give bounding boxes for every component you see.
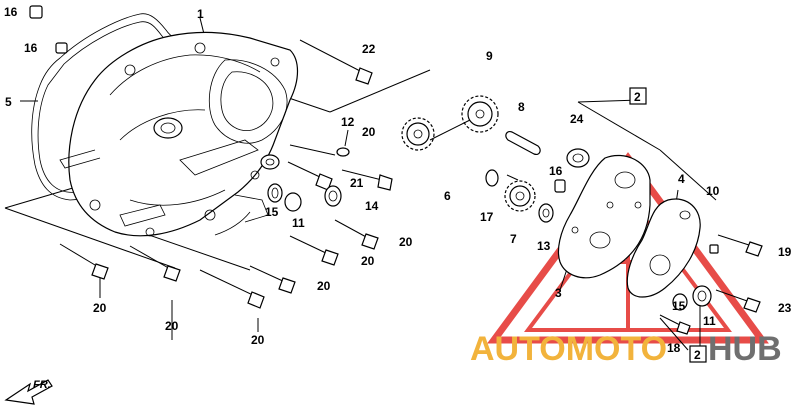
callout-7: 7 [510, 232, 517, 246]
callout-12: 12 [341, 115, 355, 129]
callout-16: 16 [549, 164, 563, 178]
plug [692, 285, 712, 307]
thrust-washer [538, 203, 554, 223]
callout-20: 20 [93, 301, 107, 315]
callout-14: 14 [365, 199, 379, 213]
callout-6: 6 [444, 189, 451, 203]
assembly-box [689, 345, 707, 363]
callout-24: 24 [570, 112, 584, 126]
callout-2: 2 [634, 90, 641, 104]
callout-9: 9 [486, 49, 493, 63]
callout-22: 22 [362, 42, 376, 56]
callout-20: 20 [361, 254, 375, 268]
front-direction-label: FR. [33, 379, 51, 391]
dowel-pin [554, 179, 566, 193]
watermark-brand-left: AUTOMOTO [470, 330, 667, 368]
front-direction-arrow [4, 379, 53, 405]
callout-21: 21 [350, 176, 364, 190]
callout-20: 20 [251, 333, 265, 347]
callout-18: 18 [667, 341, 681, 355]
pin-shaft [505, 131, 541, 155]
callout-4: 4 [678, 172, 685, 186]
assembly-box [629, 87, 647, 105]
watermark-brand-right: HUB [708, 330, 782, 368]
callout-5: 5 [5, 95, 12, 109]
crankcase-cover [59, 31, 299, 237]
dowel-pin [55, 42, 68, 54]
bearing [566, 148, 590, 168]
callout-8: 8 [518, 100, 525, 114]
callout-3: 3 [555, 286, 562, 300]
plug [324, 185, 342, 207]
callout-19: 19 [778, 245, 792, 259]
circlip [485, 169, 499, 187]
callout-11: 11 [703, 314, 716, 328]
callout-13: 13 [537, 239, 551, 253]
cover-bolts [59, 39, 393, 309]
washer [336, 147, 350, 157]
dowel-pin [709, 244, 719, 254]
callout-10: 10 [706, 184, 720, 198]
callout-15: 15 [265, 205, 279, 219]
callout-20: 20 [165, 319, 179, 333]
dowel-pin [29, 5, 43, 19]
callout-labels: 1 16 16 5 22 9 8 2 24 12 20 21 6 17 16 4… [4, 5, 792, 362]
oil-pump-cover [626, 198, 701, 298]
callout-20: 20 [317, 279, 331, 293]
callout-17: 17 [480, 210, 494, 224]
oil-seal [672, 293, 688, 311]
callout-11: 11 [292, 216, 305, 230]
oil-pump-shaft-assembly [401, 95, 590, 223]
callout-20: 20 [399, 235, 413, 249]
callout-15: 15 [672, 299, 686, 313]
callout-2: 2 [694, 348, 701, 362]
callout-16: 16 [24, 41, 38, 55]
callout-16: 16 [4, 5, 18, 19]
oil-seal [267, 183, 283, 203]
cap [284, 192, 302, 212]
oil-pump-body [557, 154, 651, 279]
callout-1: 1 [197, 7, 204, 21]
callout-20: 20 [362, 125, 376, 139]
callout-23: 23 [778, 301, 792, 315]
